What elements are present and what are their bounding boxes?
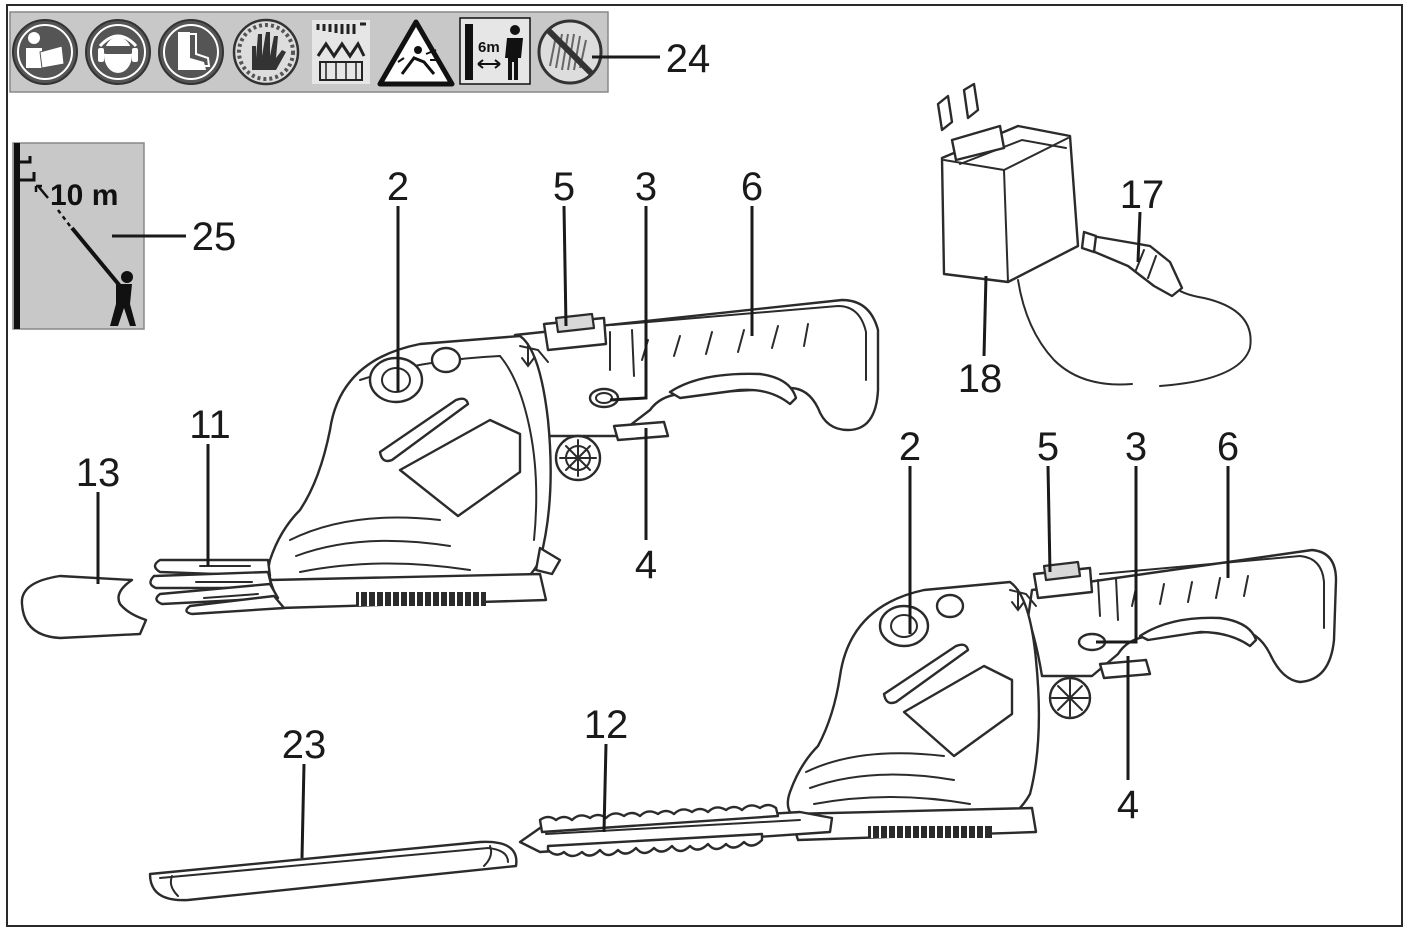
keep-distance-icon: 6m	[459, 17, 531, 85]
callout-11: 11	[189, 403, 231, 447]
hedge-trimmer-blade	[518, 803, 834, 858]
callout-25: 25	[192, 215, 237, 259]
callout-3-upper: 3	[635, 165, 657, 209]
on-off-switch	[612, 420, 670, 442]
safety-sign-strip: 6m	[9, 11, 609, 93]
on-off-switch-b	[1098, 658, 1152, 680]
distance-10m-text: 10 m	[50, 179, 118, 212]
callout-labels: 2 5 3 6 4 11 13 17 18 2 5 3 6 4 12 23 24…	[76, 37, 1239, 827]
distance-6m-text: 6m	[478, 39, 500, 56]
callout-5-lower: 5	[1037, 425, 1059, 469]
wear-gloves-icon	[232, 18, 300, 86]
callout-24: 24	[666, 37, 711, 81]
no-rain-icon	[537, 19, 603, 85]
wear-eye-ear-protection-icon	[85, 19, 151, 85]
wear-safety-boots-icon	[158, 19, 224, 85]
callout-23: 23	[282, 723, 327, 767]
callout-18: 18	[958, 357, 1003, 401]
callout-4-upper: 4	[635, 543, 657, 587]
handle-grip-slots-b	[1131, 575, 1249, 607]
vent-slots	[356, 592, 486, 606]
dc-plug	[1080, 230, 1184, 298]
callout-6-lower: 6	[1217, 425, 1239, 469]
callout-17: 17	[1120, 173, 1165, 217]
callout-2-lower: 2	[899, 425, 921, 469]
lock-button	[588, 387, 620, 409]
shrub-shear-assembled	[20, 298, 880, 640]
blade-hazard-icon	[312, 20, 370, 84]
trigger-area	[668, 372, 798, 406]
callout-12: 12	[584, 703, 629, 747]
diagram-frame	[6, 4, 1403, 927]
callout-5-upper: 5	[553, 165, 575, 209]
grass-blade-guard	[20, 574, 148, 640]
grass-shear-blade	[149, 558, 286, 616]
hedge-trimmer-assembled	[786, 548, 1338, 842]
callout-13: 13	[76, 451, 121, 495]
callout-6-upper: 6	[741, 165, 763, 209]
thrown-objects-warning-icon	[377, 19, 455, 87]
callout-2-upper: 2	[387, 165, 409, 209]
hedge-blade-guard	[148, 840, 518, 902]
callout-4-lower: 4	[1117, 783, 1139, 827]
vent-slots-b	[868, 826, 992, 838]
charger-unit	[936, 82, 1252, 387]
callout-3-lower: 3	[1125, 425, 1147, 469]
read-manual-icon	[12, 19, 78, 85]
leader-lines	[96, 55, 1230, 859]
